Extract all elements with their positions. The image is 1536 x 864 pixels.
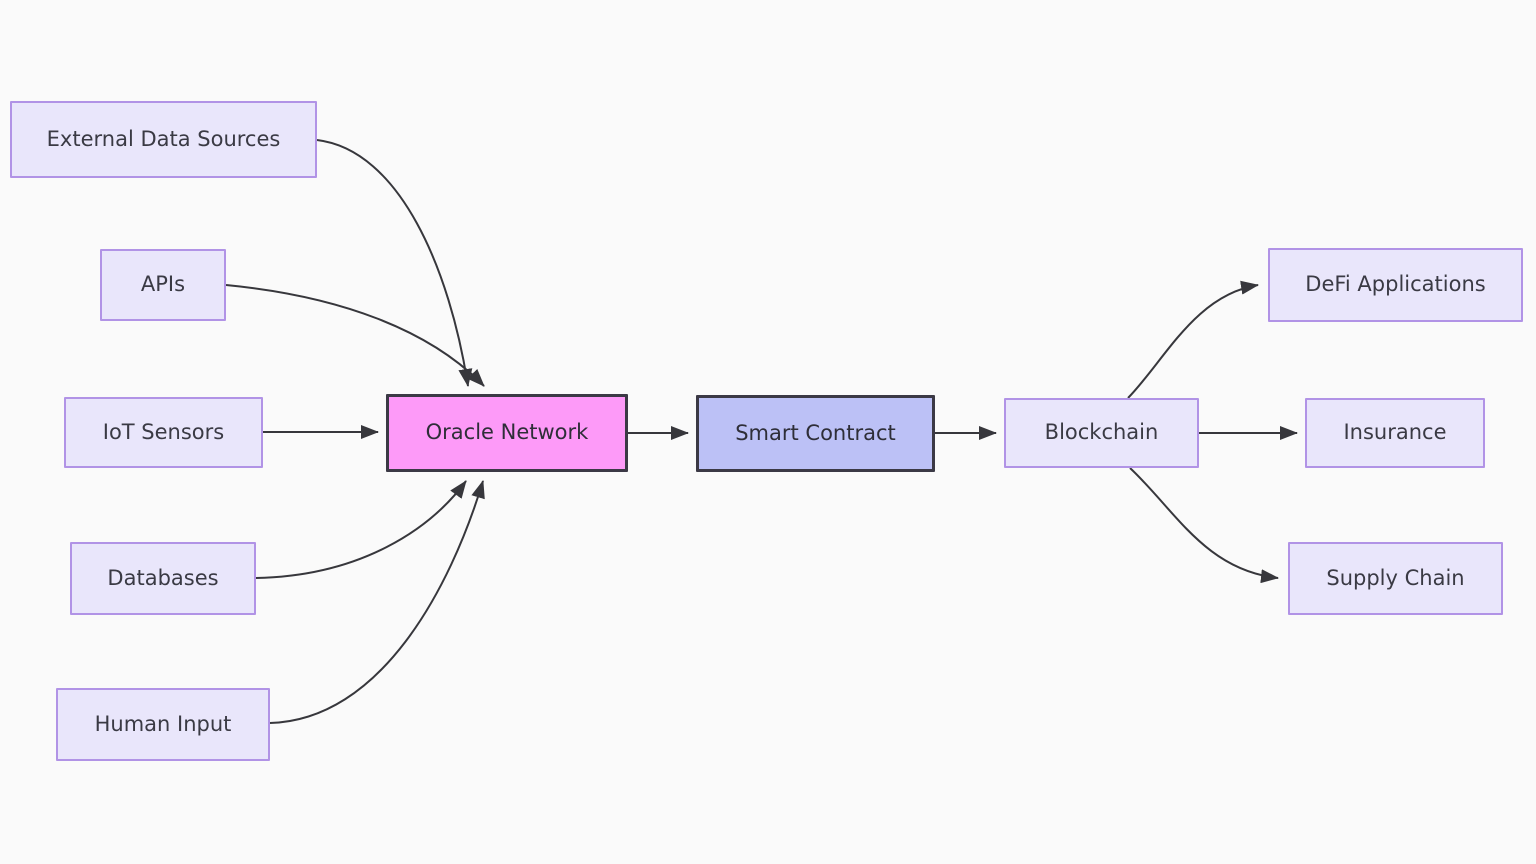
node-label-human_input: Human Input [94,711,232,736]
node-oracle_network[interactable]: Oracle Network [386,394,628,472]
node-label-smart_contract: Smart Contract [735,420,896,445]
node-blockchain[interactable]: Blockchain [1004,398,1199,468]
edge-blockchain-to-defi [1127,280,1259,399]
edge-external-to-oracle [316,139,473,387]
node-label-supply_chain: Supply Chain [1326,565,1465,590]
node-label-iot_sensors: IoT Sensors [102,419,225,444]
node-human_input[interactable]: Human Input [56,688,270,761]
node-supply_chain[interactable]: Supply Chain [1288,542,1503,615]
node-label-blockchain: Blockchain [1044,420,1159,445]
node-iot_sensors[interactable]: IoT Sensors [64,397,263,468]
node-external_data_sources[interactable]: External Data Sources [10,101,317,178]
node-label-defi_applications: DeFi Applications [1305,272,1486,297]
node-label-databases: Databases [107,565,219,590]
node-insurance[interactable]: Insurance [1305,398,1485,468]
node-apis[interactable]: APIs [100,249,226,321]
node-smart_contract[interactable]: Smart Contract [696,395,935,472]
node-defi_applications[interactable]: DeFi Applications [1268,248,1523,322]
node-label-oracle_network: Oracle Network [425,420,589,445]
edge-apis-to-oracle [225,284,485,387]
edge-blockchain-to-supply [1129,467,1279,584]
edge-human-to-oracle [269,480,485,724]
node-label-external_data_sources: External Data Sources [46,126,281,151]
node-label-insurance: Insurance [1343,420,1447,445]
node-label-apis: APIs [140,272,186,297]
edge-databases-to-oracle [255,480,467,579]
node-databases[interactable]: Databases [70,542,256,615]
